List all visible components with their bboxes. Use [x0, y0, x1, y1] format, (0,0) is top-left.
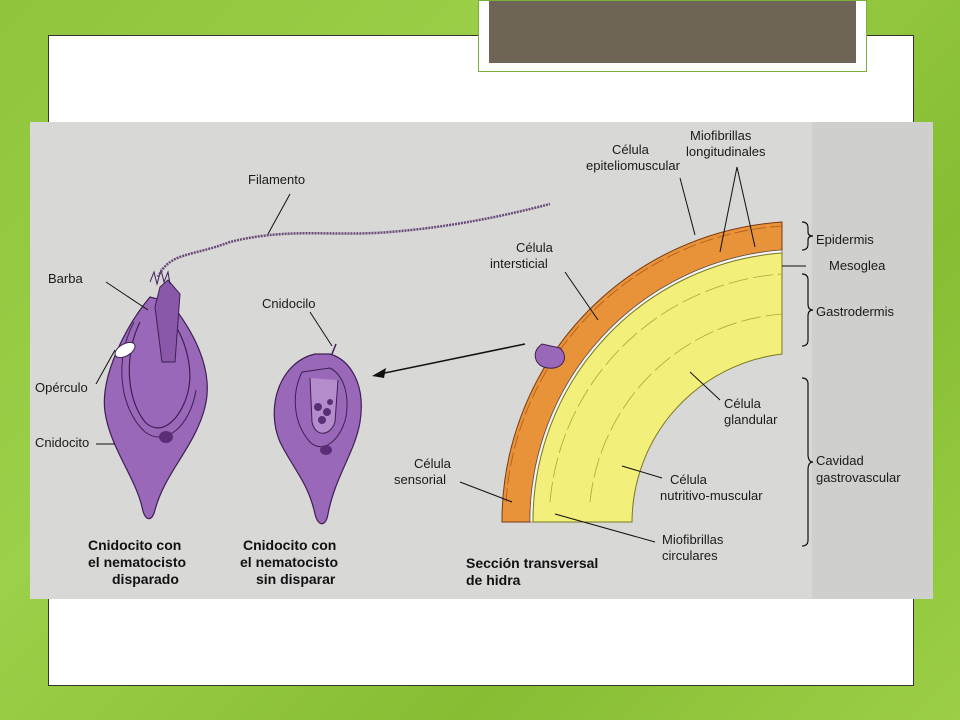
label-miofib-long-2: longitudinales	[686, 144, 766, 159]
caption-seccion-1: Sección transversal	[466, 555, 598, 571]
label-celula-inter-1: Célula	[516, 240, 554, 255]
caption-seccion-2: de hidra	[466, 572, 521, 588]
cnidocyte-unfired	[273, 343, 362, 525]
caption-disparado-3: disparado	[112, 571, 179, 587]
label-celula-inter-2: intersticial	[490, 256, 548, 271]
label-celula-sens-2: sensorial	[394, 472, 446, 487]
label-filamento: Filamento	[248, 172, 305, 187]
hydra-diagram: Filamento Barba Opérculo Cnidocito Cnido…	[30, 122, 933, 599]
label-celula-gland-2: glandular	[724, 412, 778, 427]
label-mesoglea: Mesoglea	[829, 258, 886, 273]
label-celula-sens-1: Célula	[414, 456, 452, 471]
arrow	[379, 343, 526, 375]
filament	[156, 202, 551, 278]
title-box-fill	[489, 1, 856, 63]
caption-disparado-1: Cnidocito con	[88, 537, 181, 553]
adjacent-page	[812, 122, 933, 599]
label-nutritivo-2: nutritivo-muscular	[660, 488, 763, 503]
label-nutritivo-1: Célula	[670, 472, 708, 487]
label-miofib-long-1: Miofibrillas	[690, 128, 752, 143]
layer-braces	[801, 221, 814, 547]
arrow-head	[372, 368, 386, 378]
leader-lines	[95, 166, 806, 543]
label-operculo: Opérculo	[35, 380, 88, 395]
label-celula-epitelio-1: Célula	[612, 142, 650, 157]
caption-disparado-2: el nematocisto	[88, 554, 186, 570]
label-cnidocito: Cnidocito	[35, 435, 89, 450]
label-miofib-circ-1: Miofibrillas	[662, 532, 724, 547]
title-box	[478, 0, 867, 72]
hydra-cross-section	[501, 221, 783, 523]
label-epidermis: Epidermis	[816, 232, 874, 247]
label-miofib-circ-2: circulares	[662, 548, 718, 563]
caption-sin-disparar-1: Cnidocito con	[243, 537, 336, 553]
label-celula-epitelio-2: epiteliomuscular	[586, 158, 681, 173]
caption-sin-disparar-3: sin disparar	[256, 571, 336, 587]
label-gastrodermis: Gastrodermis	[816, 304, 895, 319]
label-barba: Barba	[48, 271, 83, 286]
label-celula-gland-1: Célula	[724, 396, 762, 411]
cnidocyte-fired	[103, 268, 208, 520]
label-cnidocilo: Cnidocilo	[262, 296, 315, 311]
label-cavidad-2: gastrovascular	[816, 470, 901, 485]
caption-sin-disparar-2: el nematocisto	[240, 554, 338, 570]
label-cavidad-1: Cavidad	[816, 453, 864, 468]
